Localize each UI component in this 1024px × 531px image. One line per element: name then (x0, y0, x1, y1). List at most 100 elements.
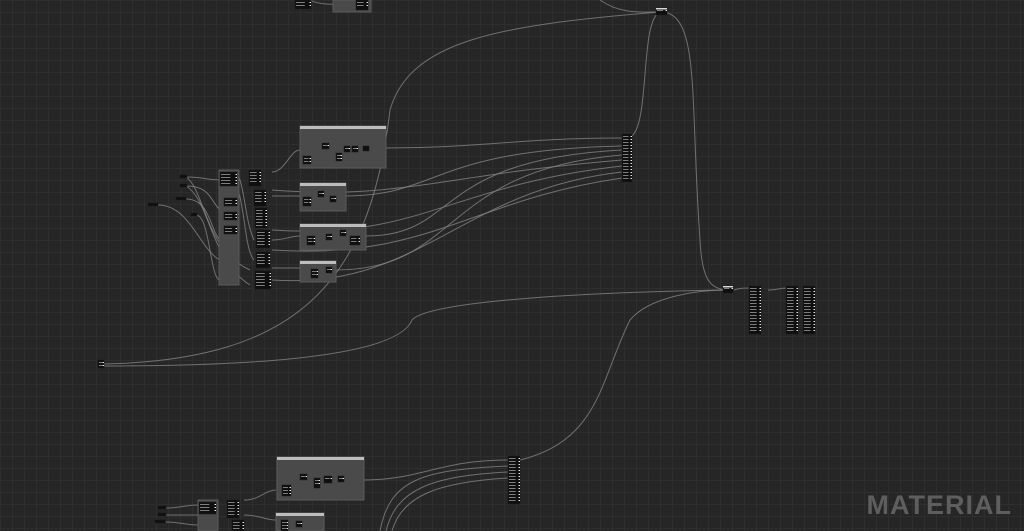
node-port[interactable] (518, 485, 521, 486)
graph-node[interactable] (223, 225, 238, 235)
node-port[interactable] (813, 306, 816, 307)
graph-node[interactable] (335, 152, 343, 162)
node-port[interactable] (518, 491, 521, 492)
node-port[interactable] (518, 464, 521, 465)
node-port[interactable] (316, 271, 319, 272)
node-port[interactable] (518, 461, 521, 462)
node-port[interactable] (813, 324, 816, 325)
node-port[interactable] (264, 192, 267, 193)
node-port[interactable] (237, 511, 240, 512)
node-port[interactable] (813, 291, 816, 292)
node-port[interactable] (309, 199, 312, 200)
node-port[interactable] (813, 303, 816, 304)
node-port[interactable] (309, 5, 312, 6)
graph-node[interactable] (157, 512, 167, 517)
node-port[interactable] (316, 274, 319, 275)
node-port[interactable] (630, 157, 633, 158)
node-port[interactable] (259, 172, 262, 173)
node-port[interactable] (334, 198, 337, 199)
graph-node[interactable] (97, 359, 105, 369)
node-group[interactable] (299, 125, 387, 169)
node-port[interactable] (759, 303, 762, 304)
node-port[interactable] (268, 244, 271, 245)
node-port[interactable] (340, 158, 343, 159)
graph-node[interactable] (323, 475, 333, 484)
node-port[interactable] (300, 523, 303, 524)
node-port[interactable] (235, 231, 238, 232)
node-port[interactable] (330, 236, 333, 237)
node-port[interactable] (268, 254, 271, 255)
node-port[interactable] (813, 309, 816, 310)
node-port[interactable] (759, 318, 762, 319)
node-port[interactable] (235, 217, 238, 218)
node-port[interactable] (259, 181, 262, 182)
node-port[interactable] (214, 507, 217, 508)
node-port[interactable] (630, 175, 633, 176)
node-port[interactable] (268, 263, 271, 264)
node-port[interactable] (269, 276, 272, 277)
node-port[interactable] (348, 148, 351, 149)
node-port[interactable] (759, 294, 762, 295)
graph-node[interactable] (802, 285, 816, 335)
node-port[interactable] (518, 470, 521, 471)
graph-node[interactable] (179, 183, 188, 188)
node-port[interactable] (268, 260, 271, 261)
node-port[interactable] (759, 306, 762, 307)
node-port[interactable] (630, 148, 633, 149)
graph-node[interactable] (302, 155, 312, 165)
node-port[interactable] (235, 200, 238, 201)
node-port[interactable] (318, 483, 321, 484)
node-port[interactable] (265, 213, 268, 214)
node-port[interactable] (366, 5, 369, 6)
node-port[interactable] (269, 282, 272, 283)
node-port[interactable] (265, 210, 268, 211)
graph-node[interactable] (507, 455, 521, 505)
node-port[interactable] (796, 300, 799, 301)
node-port[interactable] (313, 238, 316, 239)
node-port[interactable] (796, 309, 799, 310)
node-group[interactable] (276, 456, 365, 501)
node-port[interactable] (813, 300, 816, 301)
node-port[interactable] (214, 510, 217, 511)
node-port[interactable] (259, 178, 262, 179)
node-port[interactable] (796, 321, 799, 322)
node-port[interactable] (813, 327, 816, 328)
node-port[interactable] (759, 315, 762, 316)
node-port[interactable] (268, 232, 271, 233)
node-port[interactable] (518, 473, 521, 474)
node-port[interactable] (242, 528, 245, 529)
graph-node[interactable] (349, 235, 361, 246)
node-port[interactable] (759, 300, 762, 301)
graph-node[interactable] (175, 196, 187, 201)
node-port[interactable] (264, 198, 267, 199)
node-port[interactable] (358, 241, 361, 242)
graph-node[interactable] (219, 171, 238, 187)
node-port[interactable] (309, 161, 312, 162)
graph-node[interactable] (223, 211, 238, 221)
node-port[interactable] (265, 216, 268, 217)
node-port[interactable] (518, 476, 521, 477)
node-port[interactable] (796, 324, 799, 325)
node-port[interactable] (237, 508, 240, 509)
node-port[interactable] (102, 362, 105, 363)
node-port[interactable] (235, 228, 238, 229)
graph-node[interactable] (294, 0, 312, 10)
node-port[interactable] (313, 241, 316, 242)
node-port[interactable] (237, 505, 240, 506)
node-port[interactable] (759, 297, 762, 298)
node-port[interactable] (366, 2, 369, 3)
node-port[interactable] (286, 525, 289, 526)
node-port[interactable] (796, 327, 799, 328)
graph-node[interactable] (310, 268, 319, 279)
node-port[interactable] (630, 142, 633, 143)
graph-node[interactable] (748, 285, 762, 335)
node-port[interactable] (796, 288, 799, 289)
node-port[interactable] (235, 177, 238, 178)
graph-node[interactable] (198, 501, 217, 515)
node-port[interactable] (265, 222, 268, 223)
node-port[interactable] (630, 166, 633, 167)
node-port[interactable] (796, 312, 799, 313)
node-port[interactable] (518, 479, 521, 480)
node-port[interactable] (269, 273, 272, 274)
node-port[interactable] (268, 238, 271, 239)
